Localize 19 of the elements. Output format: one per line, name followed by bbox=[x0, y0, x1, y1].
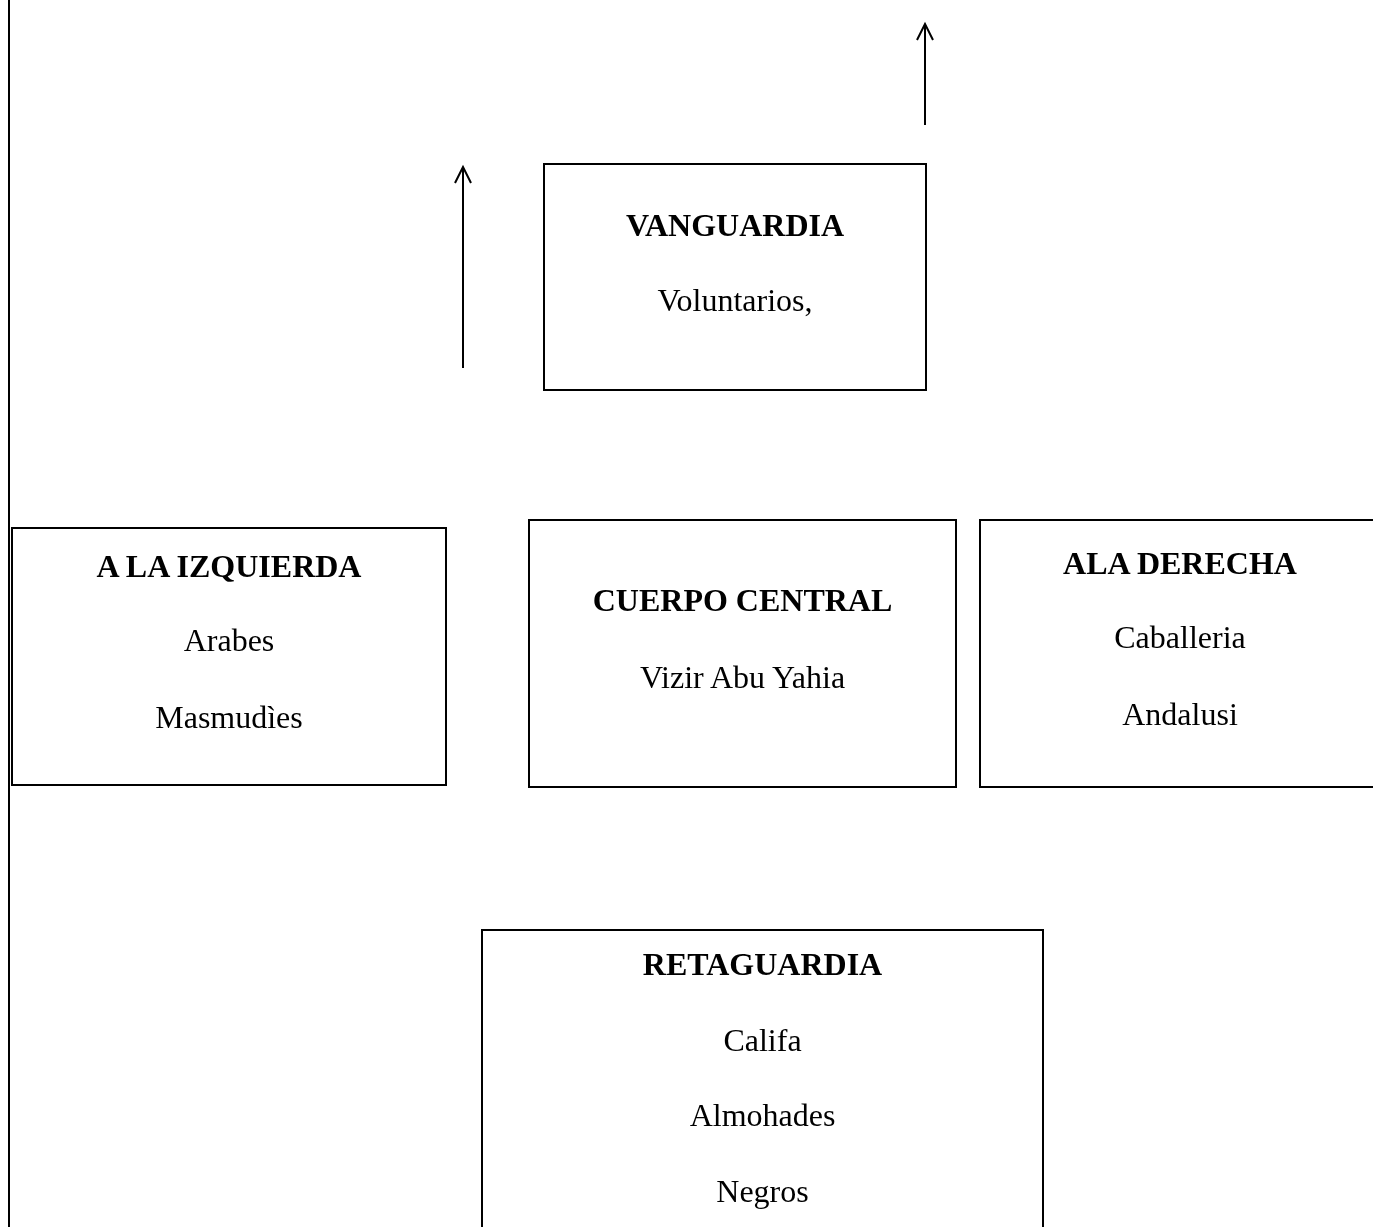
box-heading: A LA IZQUIERDA bbox=[95, 548, 363, 584]
troop-name: Arabes bbox=[182, 622, 276, 658]
box-heading: RETAGUARDIA bbox=[641, 946, 884, 982]
formation-box bbox=[543, 163, 927, 391]
box-heading: CUERPO CENTRAL bbox=[591, 582, 894, 618]
formation-box bbox=[528, 519, 957, 788]
troop-name: Caballeria bbox=[1113, 619, 1247, 655]
formation-box bbox=[11, 527, 447, 786]
formation-box bbox=[979, 519, 1373, 788]
troop-name: Voluntarios, bbox=[656, 282, 814, 318]
troop-name: Vizir Abu Yahia bbox=[638, 659, 847, 695]
troop-name: Califa bbox=[722, 1022, 803, 1058]
formation-box bbox=[481, 929, 1044, 1227]
troop-name: Masmudìes bbox=[154, 699, 304, 735]
troop-name: Almohades bbox=[688, 1097, 837, 1133]
box-heading: ALA DERECHA bbox=[1062, 545, 1298, 581]
troop-name: Andalusi bbox=[1121, 696, 1239, 732]
troop-name: Negros bbox=[715, 1173, 810, 1209]
box-heading: VANGUARDIA bbox=[624, 207, 846, 243]
